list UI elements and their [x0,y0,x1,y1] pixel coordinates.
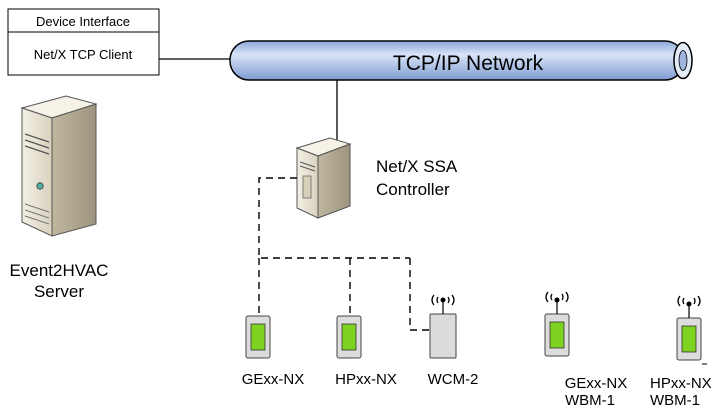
device-sublabel: WBM-1 [650,392,700,408]
device-label: HPxx-NX [650,375,712,392]
controller-label-line1: Net/X SSA [376,157,458,176]
net-x-tcp-client-label: Net/X TCP Client [34,47,133,62]
device-interface-header: Device Interface [36,14,130,29]
device-label: GExx-NX [565,375,628,392]
device-sublabel: WBM-1 [565,392,615,408]
server-icon [20,95,98,237]
device-label: WCM-2 [428,371,479,388]
thermostat-gexx-wireless-icon [544,297,570,357]
tcp-ip-network-pipe: TCP/IP Network [229,40,693,81]
device-label: GExx-NX [242,371,305,388]
wired-bus [258,177,430,331]
thermostat-hpxx-wired-icon [336,315,362,359]
network-label: TCP/IP Network [393,52,544,75]
wireless-signal-icon [677,295,701,307]
thermostat-hpxx-wireless-icon [676,301,707,365]
wireless-signal-icon [545,291,569,303]
server-label-line1: Event2HVAC [10,261,109,280]
thermostat-gexx-wired-icon [245,315,271,359]
device-label: HPxx-NX [335,371,397,388]
device-interface-box: Device Interface Net/X TCP Client [7,8,160,76]
wireless-signal-icon [431,294,455,306]
wcm-2-module-icon [429,297,457,359]
controller-icon [295,137,352,219]
controller-label-line2: Controller [376,180,450,199]
server-label-line2: Server [34,282,84,301]
